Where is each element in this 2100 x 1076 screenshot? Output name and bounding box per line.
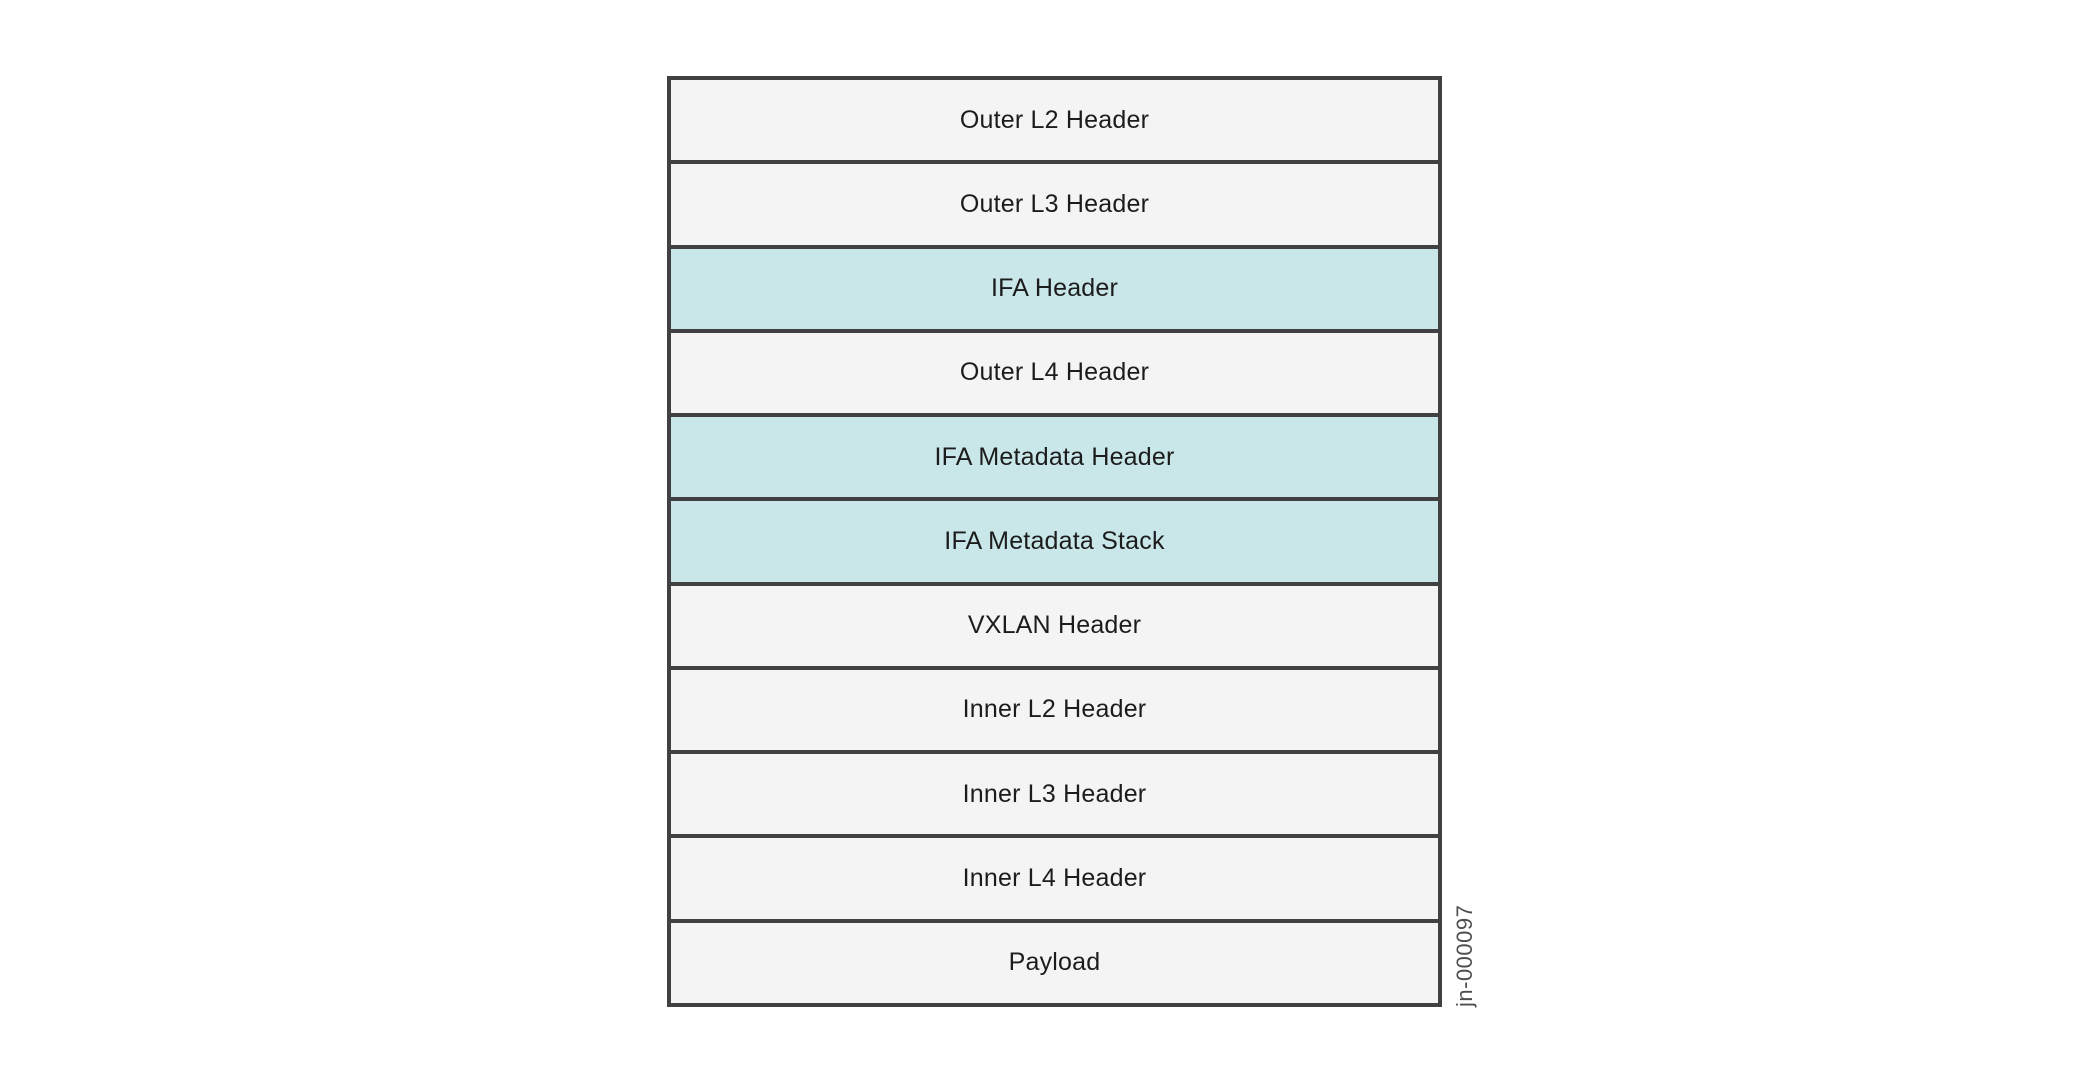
packet-row-label: Inner L4 Header	[962, 864, 1147, 893]
packet-row-label: Inner L2 Header	[962, 695, 1147, 724]
packet-row-payload: Payload	[671, 922, 1438, 1003]
packet-row-ifa-metadata-header: IFA Metadata Header	[671, 417, 1438, 498]
packet-row-outer-l2-header: Outer L2 Header	[671, 80, 1438, 161]
packet-row-label: Outer L4 Header	[959, 358, 1150, 387]
packet-row-label: Inner L3 Header	[962, 779, 1147, 808]
figure-id-label: jn-000097	[1452, 904, 1477, 1007]
packet-row-label: Payload	[1008, 948, 1101, 977]
packet-row-label: IFA Header	[990, 274, 1119, 303]
packet-row-inner-l3-header: Inner L3 Header	[671, 754, 1438, 835]
packet-row-outer-l3-header: Outer L3 Header	[671, 164, 1438, 245]
packet-row-ifa-header: IFA Header	[671, 248, 1438, 329]
packet-row-label: VXLAN Header	[967, 611, 1142, 640]
packet-row-label: Outer L2 Header	[959, 105, 1150, 134]
packet-row-vxlan-header: VXLAN Header	[671, 585, 1438, 666]
packet-row-label: IFA Metadata Stack	[944, 526, 1165, 555]
packet-row-label: IFA Metadata Header	[934, 442, 1175, 471]
packet-row-ifa-metadata-stack: IFA Metadata Stack	[671, 501, 1438, 582]
packet-row-label: Outer L3 Header	[959, 189, 1150, 218]
packet-row-inner-l2-header: Inner L2 Header	[671, 669, 1438, 751]
packet-row-inner-l4-header: Inner L4 Header	[671, 838, 1438, 919]
packet-row-outer-l4-header: Outer L4 Header	[671, 332, 1438, 414]
